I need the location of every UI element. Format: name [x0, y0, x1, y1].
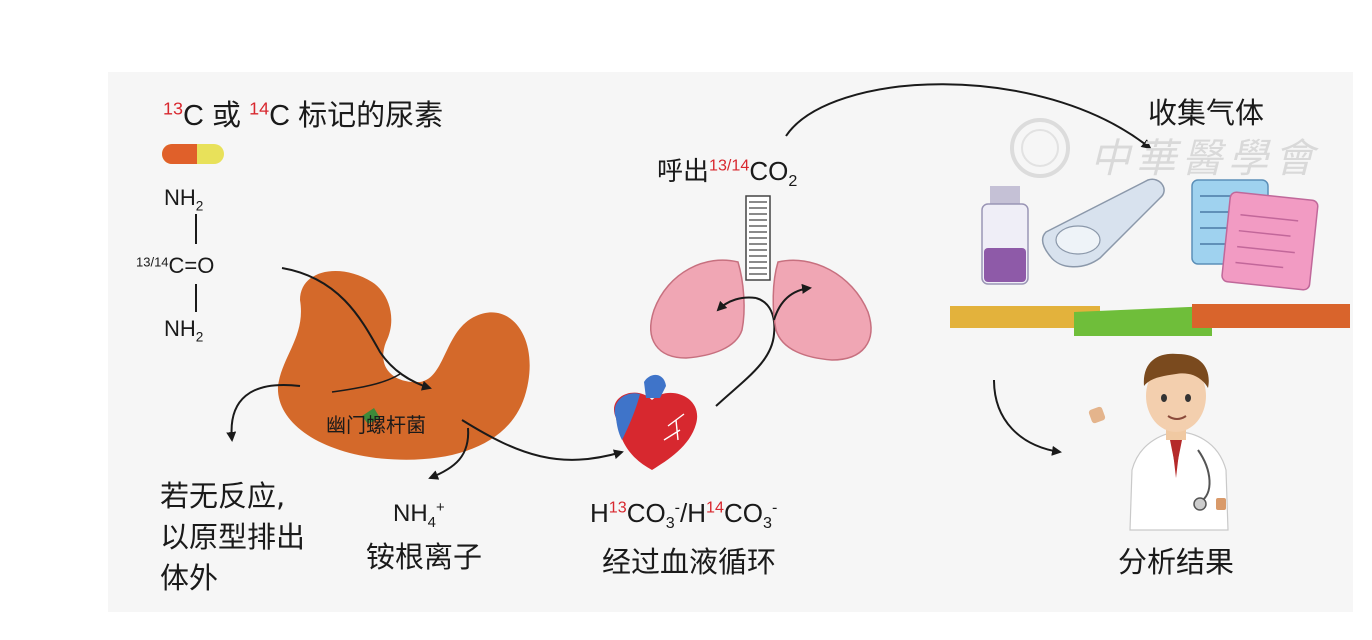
no-reaction-line-3: 体外 [160, 561, 219, 595]
lungs-icon [650, 195, 872, 361]
stomach-inner-path [331, 373, 401, 393]
carbon-label-2: C [269, 100, 291, 132]
breath-bags-icon [1191, 179, 1319, 291]
bicarb-co1: CO [626, 498, 666, 528]
stomach-shape [277, 270, 530, 460]
bicarb-iso-13: 13 [608, 498, 627, 517]
urea-title: 13C 或 14C 标记的尿素 [163, 99, 444, 132]
urea-center: 13/14C=O [136, 255, 214, 277]
collect-gas-label: 收集气体 [1148, 96, 1265, 130]
analyze-result-label: 分析结果 [1118, 545, 1235, 579]
bicarb-co2: CO [723, 498, 763, 528]
ammonium-formula: NH4+ [393, 500, 445, 531]
exhale-sub: 2 [788, 172, 798, 191]
exhale-co: CO [749, 156, 789, 186]
no-reaction-line-1: 若无反应, [160, 479, 286, 513]
urea-title-text: 标记的尿素 [290, 100, 444, 132]
urea-nh2-bottom: NH2 [164, 316, 203, 344]
ammonium-arrow [428, 427, 470, 480]
exhale-isotope: 13/14 [709, 156, 750, 175]
bicarb-charge2: - [771, 498, 778, 517]
heart-to-lungs-arrow [715, 297, 776, 407]
isotope-14-label: 14 [249, 98, 270, 119]
ammonium-text: NH [393, 500, 428, 527]
watermark-seal-icon [1010, 118, 1070, 178]
urea-isotope-label: 13/14 [136, 254, 169, 270]
no-reaction-line-2: 以原型排出 [160, 520, 306, 554]
to-heart-arrow [461, 419, 624, 461]
bicarb-iso-14: 14 [706, 498, 724, 517]
isotope-13-label: 13 [163, 98, 183, 119]
lung-arrow-left [716, 296, 757, 312]
watermark-text: 中華醫學會 [1090, 136, 1320, 182]
or-label: 或 [203, 100, 250, 132]
breath-collector-icon [1041, 178, 1165, 268]
bicarb-sub2: 3 [762, 514, 772, 533]
nh-top-text: NH [164, 185, 196, 210]
bicarb-sub1: 3 [665, 514, 675, 533]
color-bar [950, 304, 1350, 336]
bicarb-h1: H [590, 498, 609, 528]
ammonium-name: 铵根离子 [366, 540, 483, 574]
sample-vial-icon [981, 186, 1029, 285]
carbonyl-label: C=O [168, 253, 215, 278]
doctor-icon [1088, 353, 1229, 531]
exhale-label: 呼出13/14CO2 [657, 156, 797, 189]
urea-nh2-top: NH2 [164, 185, 203, 213]
nh-bottom-text: NH [164, 316, 196, 341]
blood-circulation-label: 经过血液循环 [602, 545, 777, 579]
stomach-label: 幽门螺杆菌 [326, 413, 426, 437]
exhale-to-collect-arrow [785, 83, 1152, 150]
bicarbonate-formula: H13CO3-/H14CO3- [590, 498, 778, 531]
urea-into-stomach-arrow [281, 267, 432, 391]
nh-bottom-sub: 2 [195, 329, 204, 345]
exhale-prefix: 呼出 [657, 156, 710, 186]
to-doctor-arrow [993, 379, 1062, 456]
bicarb-charge1: - [674, 498, 681, 517]
no-reaction-arrow [226, 384, 301, 442]
stomach-green-spot [362, 408, 380, 424]
carbon-label: C [183, 100, 204, 132]
heart-icon [614, 374, 698, 470]
ammonium-charge: + [435, 500, 445, 516]
nh-top-sub: 2 [195, 198, 204, 214]
capsule-icon [162, 144, 224, 164]
ammonium-sub: 4 [427, 514, 436, 531]
bicarb-slash-h: /H [680, 498, 707, 528]
lung-arrow-right [773, 283, 812, 321]
